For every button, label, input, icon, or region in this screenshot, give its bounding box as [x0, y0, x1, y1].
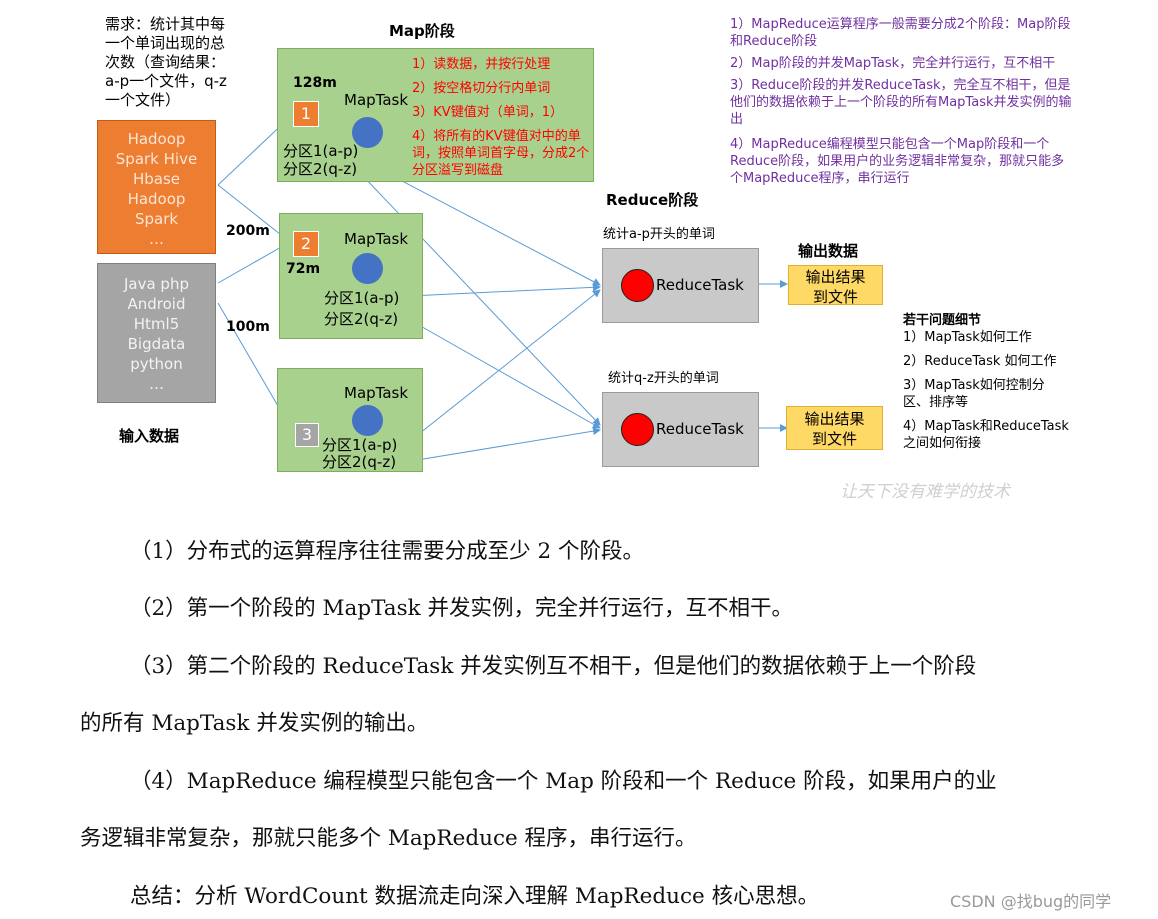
arrow-input-to-split2 — [217, 184, 291, 243]
maptask-label: MapTask — [344, 230, 409, 248]
split-size-label: 200m — [226, 223, 270, 239]
requirement-line: a-p一个文件，q-z — [105, 72, 227, 90]
question-item: 3）MapTask如何控制分区、排序等 — [903, 378, 1045, 410]
requirement-line: 一个文件） — [105, 91, 181, 109]
input-item: Java php — [123, 275, 189, 293]
paragraph: 总结：分析 WordCount 数据流走向深入理解 MapReduce 核心思想… — [130, 884, 820, 909]
paragraph: （1）分布式的运算程序往往需要分成至少 2 个阶段。 — [130, 539, 645, 564]
paragraph: （4）MapReduce 编程模型只能包含一个 Map 阶段和一个 Reduce… — [130, 769, 997, 794]
question-item: 1）MapTask如何工作 — [903, 330, 1032, 345]
reducetask-label: ReduceTask — [656, 276, 744, 294]
split-number-badge: 2 — [293, 231, 319, 257]
map-task-box-1 — [277, 48, 594, 182]
maptask-label: MapTask — [344, 91, 409, 109]
output-box: 输出结果到文件 — [786, 406, 883, 450]
map-task-box-3 — [277, 368, 423, 472]
map-step: 3）KV键值对（单词，1） — [412, 105, 563, 120]
input-item: Spark — [134, 210, 179, 228]
reduce-stage-title: Reduce阶段 — [606, 191, 699, 209]
split-number-badge: 1 — [293, 101, 319, 127]
paragraph: 的所有 MapTask 并发实例的输出。 — [80, 711, 429, 736]
input-item: Hadoop — [127, 190, 186, 208]
note-item: 2）Map阶段的并发MapTask，完全并行运行，互不相干 — [730, 56, 1056, 71]
input-box-gray: Java php Android Html5 Bigdata python … — [97, 263, 216, 403]
arrow-map3-p2-to-reduce2 — [404, 427, 601, 463]
paragraph: 务逻辑非常复杂，那就只能多个 MapReduce 程序，串行运行。 — [80, 826, 697, 851]
partition-label: 分区1(a-p) — [322, 436, 398, 454]
partition-label: 分区2(q-z) — [324, 310, 399, 328]
maptask-label: MapTask — [344, 384, 409, 402]
credit-text: CSDN @找bug的同学 — [950, 892, 1112, 911]
output-box-text: 输出结果到文件 — [805, 268, 866, 306]
map-step: 1）读数据，并按行处理 — [412, 57, 551, 72]
requirement-line: 一个单词出现的总 — [105, 34, 226, 52]
reduce-caption: 统计q-z开头的单词 — [608, 371, 719, 386]
map-stage-title: Map阶段 — [389, 22, 455, 40]
questions-title: 若干问题细节 — [903, 313, 982, 328]
input-item: Hbase — [132, 170, 181, 188]
note-item: 4）MapReduce编程模型只能包含一个Map阶段和一个Reduce阶段，如果… — [730, 137, 1065, 186]
input-item: Spark Hive — [115, 150, 198, 168]
output-box-text: 输出结果到文件 — [804, 410, 865, 448]
maptask-circle — [352, 253, 383, 284]
requirement-line: 需求：统计其中每 — [105, 15, 226, 33]
watermark-text: 让天下没有难学的技术 — [840, 482, 1010, 502]
paragraph: （3）第二个阶段的 ReduceTask 并发实例互不相干，但是他们的数据依赖于… — [130, 654, 977, 679]
mapreduce-diagram: 需求：统计其中每 一个单词出现的总 次数（查询结果： a-p一个文件，q-z 一… — [97, 15, 1078, 502]
reducetask-circle — [621, 413, 654, 446]
map-task-box-2 — [279, 213, 423, 339]
partition-label: 分区1(a-p) — [283, 142, 359, 160]
input-item: Hadoop — [127, 130, 186, 148]
arrow-map3-p1-to-reduce1 — [404, 289, 601, 446]
paragraph: （2）第一个阶段的 MapTask 并发实例，完全并行运行，互不相干。 — [130, 596, 793, 621]
reducetask-circle — [621, 269, 654, 302]
maptask-circle — [352, 405, 383, 436]
questions-list: 1）MapTask如何工作 2）ReduceTask 如何工作 3）MapTas… — [903, 329, 1078, 452]
input-box-orange: Hadoop Spark Hive Hbase Hadoop Spark … — [97, 120, 216, 254]
partition-label: 分区2(q-z) — [322, 453, 397, 471]
arrow-gray-to-split2 — [217, 241, 291, 284]
map-step: 2）按空格切分行内单词 — [412, 81, 551, 96]
input-item: … — [149, 230, 164, 248]
input-item: python — [130, 355, 183, 373]
reducetask-label: ReduceTask — [656, 420, 744, 438]
split-size-label: 128m — [293, 75, 337, 91]
map-steps: 1）读数据，并按行处理 2）按空格切分行内单词 3）KV键值对（单词，1） 4）… — [412, 56, 590, 179]
requirement-line: 次数（查询结果： — [105, 53, 226, 71]
question-item: 2）ReduceTask 如何工作 — [903, 354, 1057, 369]
stage-notes: 1）MapReduce运算程序一般需要分成2个阶段：Map阶段和Reduce阶段… — [730, 16, 1075, 187]
split-size-label: 72m — [286, 261, 321, 277]
map-step: 4）将所有的KV键值对中的单词，按照单词首字母，分成2个分区溢写到磁盘 — [412, 129, 590, 178]
arrow-map2-p2-to-reduce2 — [409, 319, 601, 429]
question-item: 4）MapTask和ReduceTask之间如何衔接 — [903, 419, 1069, 451]
input-item: Bigdata — [127, 335, 186, 353]
split-number-badge: 3 — [295, 423, 319, 447]
maptask-circle — [352, 117, 383, 148]
output-data-title: 输出数据 — [798, 242, 859, 260]
split-size-label: 100m — [226, 319, 270, 335]
input-item: Html5 — [133, 315, 180, 333]
arrow-map2-p1-to-reduce1 — [409, 283, 601, 297]
input-data-label: 输入数据 — [119, 427, 180, 445]
note-item: 1）MapReduce运算程序一般需要分成2个阶段：Map阶段和Reduce阶段 — [730, 17, 1071, 49]
note-item: 3）Reduce阶段的并发ReduceTask，完全互不相干，但是他们的数据依赖… — [730, 78, 1072, 127]
reduce-caption: 统计a-p开头的单词 — [603, 227, 715, 242]
partition-label: 分区1(a-p) — [324, 289, 400, 307]
output-box: 输出结果到文件 — [788, 265, 883, 306]
input-item: Android — [127, 295, 186, 313]
input-item: … — [149, 375, 164, 393]
requirement-text: 需求：统计其中每 一个单词出现的总 次数（查询结果： a-p一个文件，q-z 一… — [105, 15, 255, 110]
partition-label: 分区2(q-z) — [283, 160, 358, 178]
